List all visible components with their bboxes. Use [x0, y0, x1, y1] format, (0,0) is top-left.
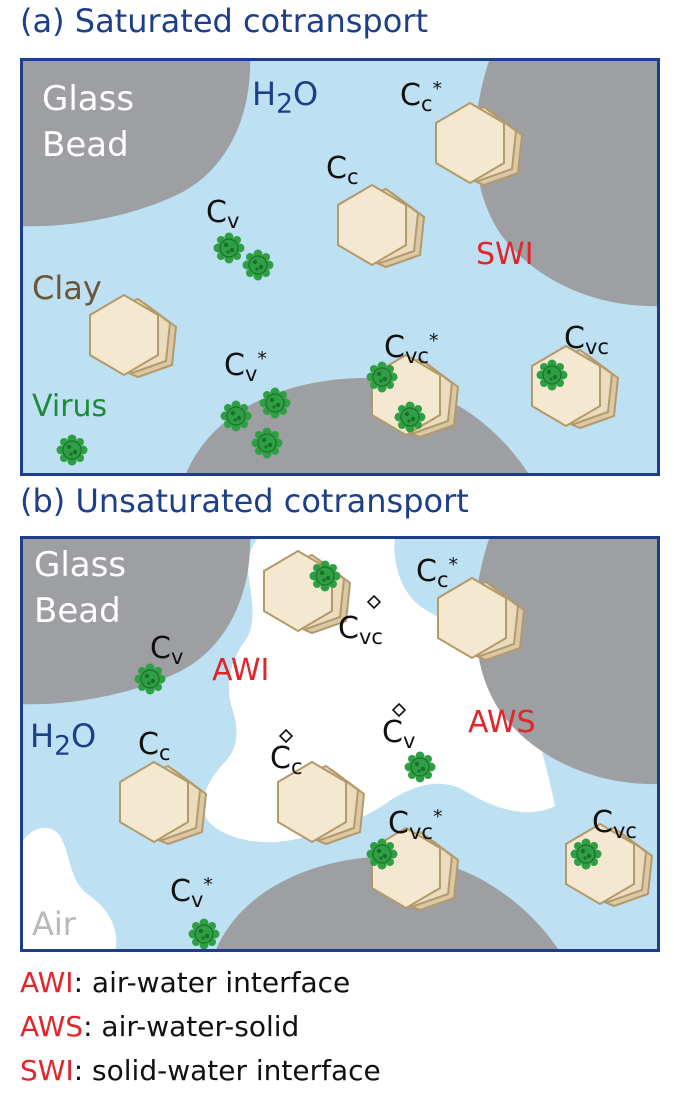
- glass-bead-icon: [475, 536, 660, 785]
- panel-b-title: (b) Unsaturated cotransport: [20, 482, 469, 520]
- awi-label: AWI: [212, 653, 270, 688]
- glass-bead-icon: [215, 856, 560, 952]
- cc-star-label: Cc*: [416, 554, 458, 592]
- glass-bead-icon: [20, 58, 251, 227]
- cvc-label: Cvc: [592, 805, 637, 843]
- glass-bead-icon: [20, 536, 251, 705]
- cvc-label: Cvc: [564, 321, 609, 359]
- cv-star-label: Cv*: [170, 874, 213, 912]
- aws-label: AWS: [468, 705, 536, 740]
- legend-item-aws: AWS: air-water-solid: [20, 1010, 300, 1043]
- unsaturated-diagram: [20, 536, 660, 952]
- cv-label: Cv: [150, 631, 184, 669]
- water-label: H2O: [252, 75, 319, 120]
- cc-diamond-label: Cc: [270, 741, 303, 779]
- air-bubble-icon: [20, 827, 117, 952]
- cvc-diamond-label: Cvc: [338, 611, 383, 649]
- cc-star-label: Cc*: [400, 78, 442, 116]
- panel-a-title: (a) Saturated cotransport: [20, 2, 429, 40]
- cc-label: Cc: [138, 727, 171, 765]
- virus-label: Virus: [32, 389, 108, 424]
- cvc-star-label: Cvc*: [388, 806, 443, 844]
- air-label: Air: [32, 905, 76, 943]
- cvc-star-label: Cvc*: [384, 330, 439, 368]
- water-label: H2O: [30, 717, 97, 762]
- clay-label: Clay: [32, 269, 102, 307]
- saturated-diagram: [20, 58, 660, 476]
- cc-label: Cc: [326, 151, 359, 189]
- legend-item-swi: SWI: solid-water interface: [20, 1054, 381, 1087]
- glass-bead-icon: [475, 58, 660, 307]
- cv-star-label: Cv*: [224, 348, 267, 386]
- cv-diamond-label: Cv: [382, 715, 416, 753]
- legend-item-awi: AWI: air-water interface: [20, 966, 351, 999]
- swi-label: SWI: [476, 237, 534, 272]
- cv-label: Cv: [206, 195, 240, 233]
